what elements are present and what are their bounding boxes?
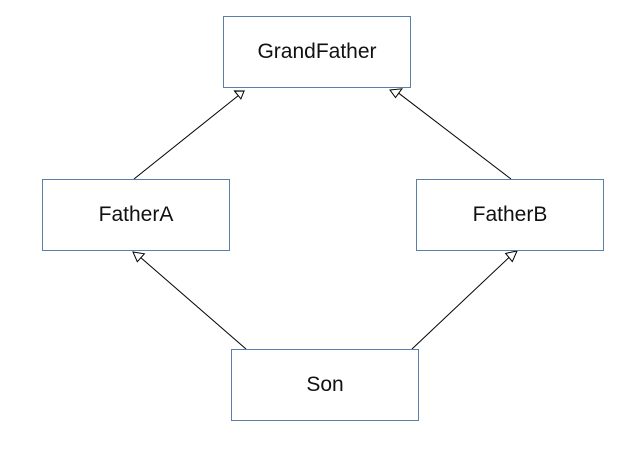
arrow-son-to-fatherb — [411, 250, 518, 350]
class-label-son: Son — [306, 373, 344, 396]
arrow-fathera-to-grandfather — [133, 90, 246, 180]
arrow-son-to-fathera — [132, 251, 247, 350]
class-box-son: Son — [231, 349, 419, 421]
class-label-fatherb: FatherB — [472, 203, 548, 226]
arrow-fatherb-to-grandfather — [389, 88, 512, 180]
class-box-fathera: FatherA — [42, 179, 230, 251]
class-label-fathera: FatherA — [98, 203, 174, 226]
class-label-grandfather: GrandFather — [257, 40, 377, 63]
class-box-grandfather: GrandFather — [223, 16, 411, 88]
class-box-fatherb: FatherB — [416, 179, 604, 251]
